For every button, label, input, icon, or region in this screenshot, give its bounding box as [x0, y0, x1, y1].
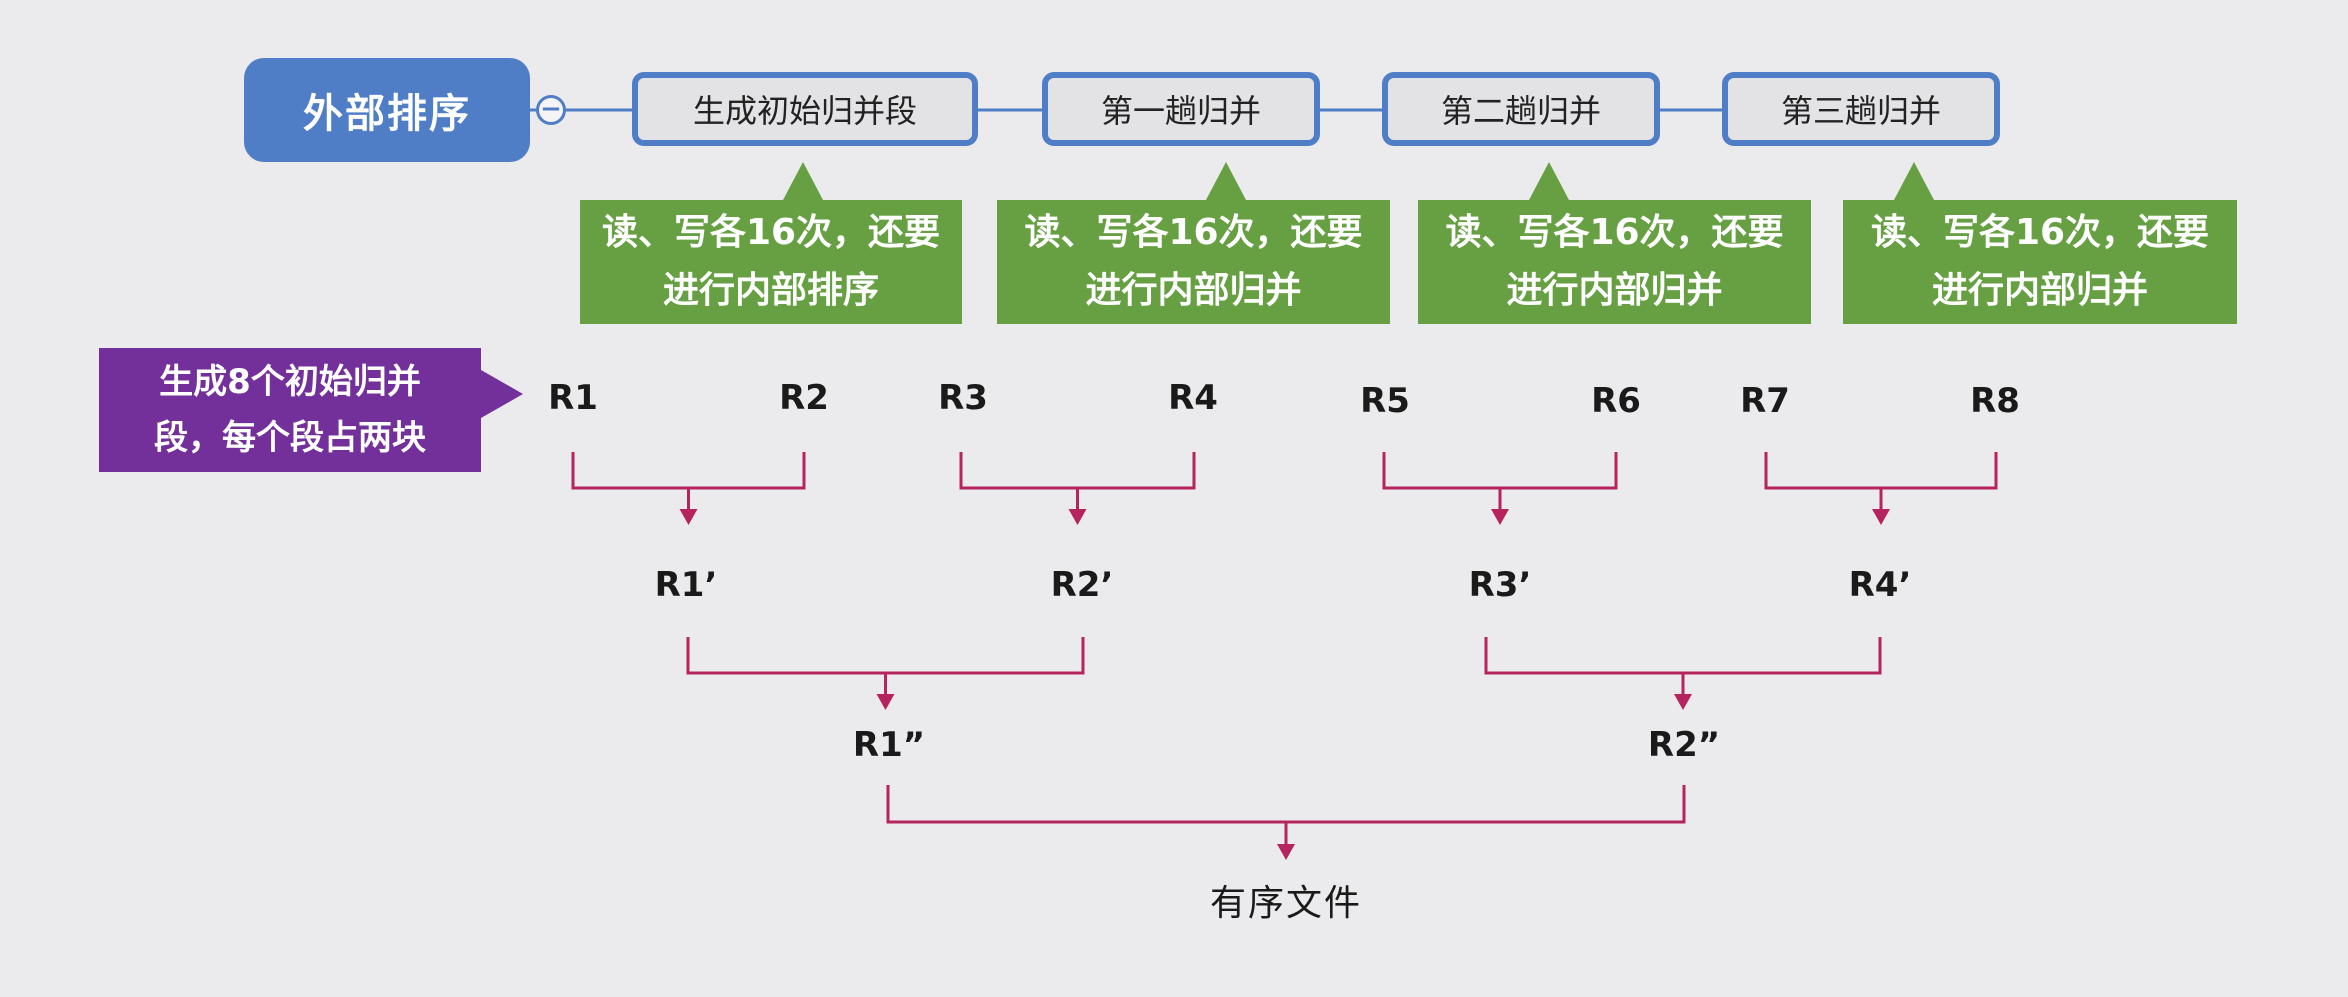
run-r1: R1	[548, 378, 598, 418]
collapse-button[interactable]: −	[536, 95, 566, 125]
callout-line: 进行内部归并	[1931, 270, 2148, 311]
run-r4: R4	[1168, 378, 1218, 418]
callout-line: 进行内部归并	[1506, 270, 1723, 311]
run-r1-prime: R1’	[654, 565, 718, 605]
callout-tip-pass-1	[1206, 162, 1246, 200]
step-node-pass-1[interactable]: 第一趟归并	[1042, 72, 1320, 146]
sorted-file-label: 有序文件	[1209, 883, 1363, 924]
run-r1-double-prime: R1”	[852, 725, 926, 765]
callout-pass-3: 读、写各16次，还要 进行内部归并	[1843, 200, 2237, 324]
merge-bracket-r3p-r4p	[1484, 637, 1882, 696]
merge-bracket-final	[886, 785, 1686, 846]
run-r8: R8	[1970, 381, 2020, 421]
callout-line: 读、写各16次，还要	[601, 212, 941, 253]
callout-line: 进行内部排序	[662, 270, 879, 311]
callout-line: 读、写各16次，还要	[1870, 212, 2210, 253]
callout-line: 读、写各16次，还要	[1024, 212, 1363, 253]
run-r2-prime: R2’	[1050, 565, 1114, 605]
annotation-line: 生成8个初始归并	[159, 362, 421, 402]
merge-bracket-r3p-r4p-arrowhead	[1674, 694, 1692, 710]
callout-tip-initial-runs	[783, 162, 823, 200]
callout-initial-runs: 读、写各16次，还要 进行内部排序	[580, 200, 962, 324]
merge-bracket-r3-r4-arrowhead	[1068, 509, 1087, 525]
step-node-pass-3[interactable]: 第三趟归并	[1722, 72, 2000, 146]
merge-bracket-r5-r6	[1382, 452, 1618, 511]
run-r7: R7	[1740, 381, 1790, 421]
annotation-line: 段，每个段占两块	[154, 418, 426, 458]
annotation-pointer	[481, 370, 523, 418]
callout-tip-pass-2	[1529, 162, 1569, 200]
run-r4-prime: R4’	[1848, 565, 1912, 605]
merge-bracket-r7-r8	[1764, 452, 1998, 511]
callout-pass-2: 读、写各16次，还要 进行内部归并	[1418, 200, 1811, 324]
run-r6: R6	[1591, 381, 1641, 421]
step-node-initial-runs[interactable]: 生成初始归并段	[632, 72, 978, 146]
run-r3: R3	[938, 378, 988, 418]
run-r2: R2	[779, 378, 829, 418]
initial-runs-annotation: 生成8个初始归并 段，每个段占两块	[99, 348, 481, 472]
merge-bracket-r1-r2	[571, 452, 806, 511]
merge-bracket-r1p-r2p-arrowhead	[876, 694, 895, 710]
merge-bracket-final-arrowhead	[1277, 844, 1295, 860]
run-r3-prime: R3’	[1468, 565, 1532, 605]
callout-pass-1: 读、写各16次，还要 进行内部归并	[997, 200, 1390, 324]
run-r2-double-prime: R2”	[1647, 725, 1721, 765]
callout-line: 读、写各16次，还要	[1445, 212, 1784, 253]
callout-line: 进行内部归并	[1085, 270, 1302, 311]
merge-tree-links	[571, 452, 1998, 860]
step-node-pass-2[interactable]: 第二趟归并	[1382, 72, 1660, 146]
merge-bracket-r3-r4	[959, 452, 1196, 511]
merge-bracket-r1p-r2p	[686, 637, 1085, 696]
merge-bracket-r7-r8-arrowhead	[1872, 509, 1890, 525]
run-r5: R5	[1360, 381, 1410, 421]
merge-bracket-r1-r2-arrowhead	[679, 509, 698, 525]
root-node-external-sort[interactable]: 外部排序	[244, 58, 530, 162]
callout-tip-pass-3	[1894, 162, 1934, 200]
merge-bracket-r5-r6-arrowhead	[1491, 509, 1509, 525]
